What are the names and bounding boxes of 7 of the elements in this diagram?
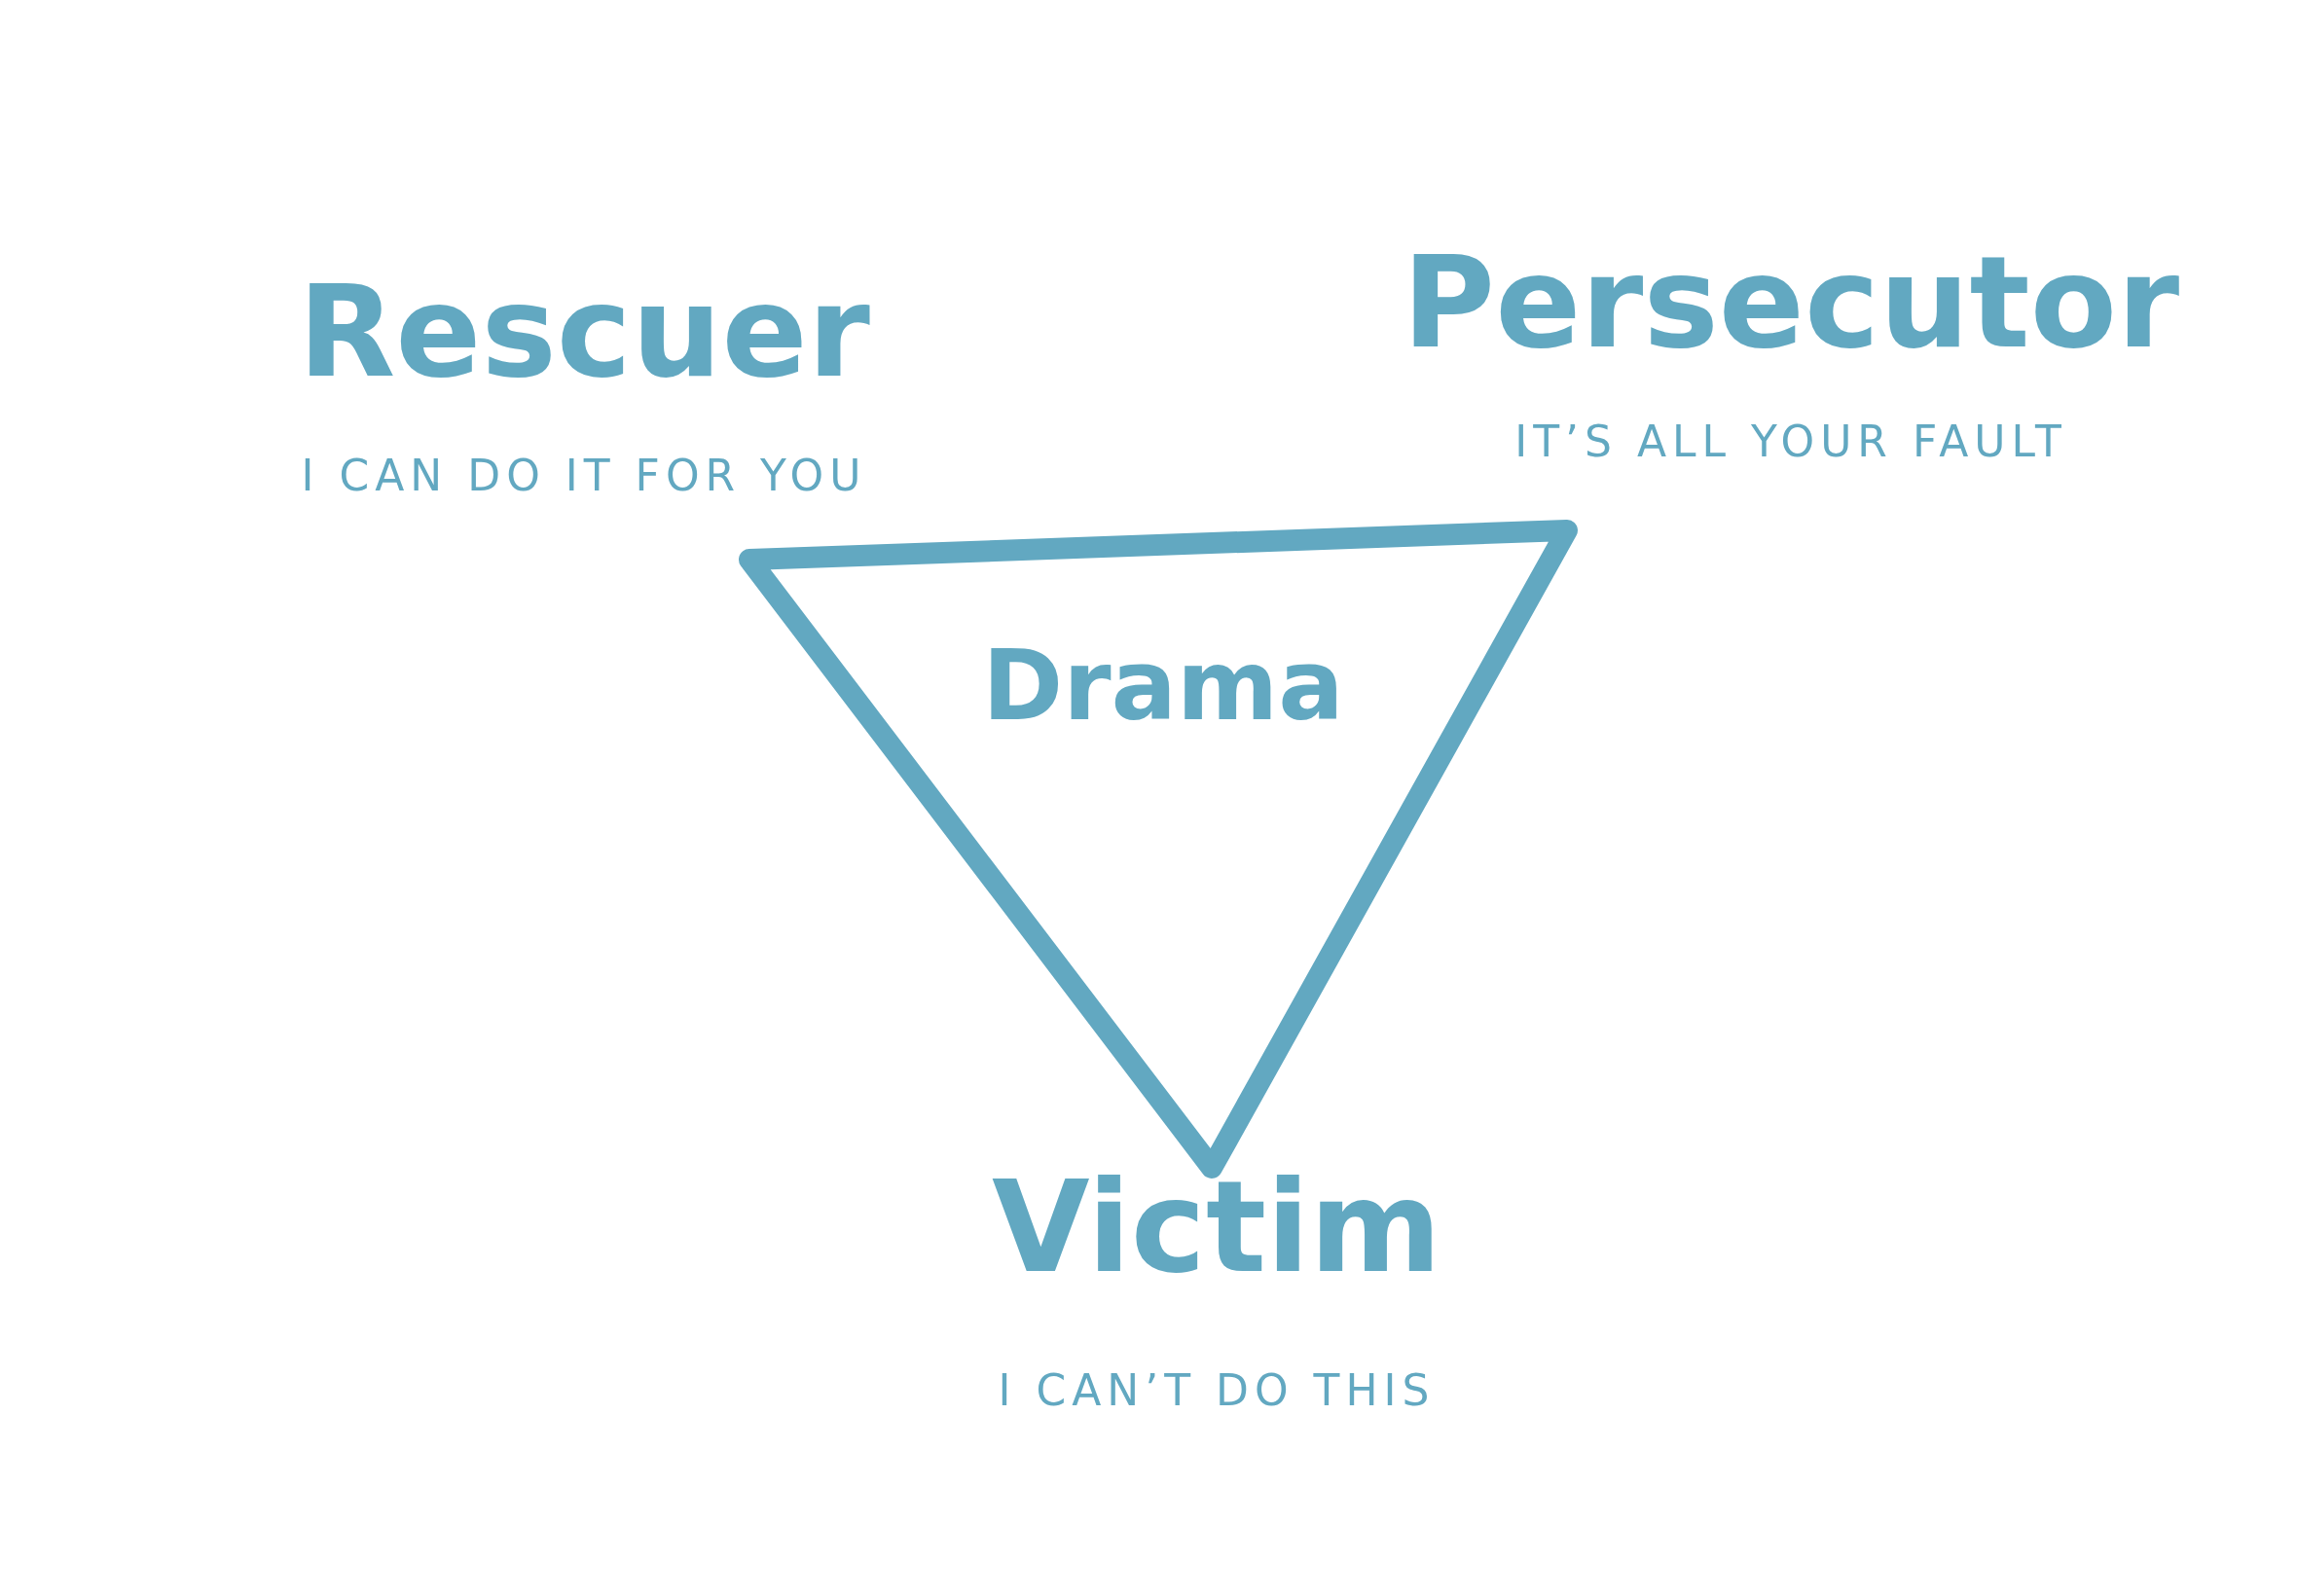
- role-subtitle: IT’S ALL YOUR FAULT: [1513, 418, 2068, 466]
- triangle-label: Drama: [981, 633, 1345, 740]
- role-subtitle: I CAN’T DO THIS: [997, 1367, 1437, 1415]
- role-title: Victim: [990, 1158, 1443, 1297]
- role-title: Persecutor: [1401, 234, 2181, 373]
- role-subtitle: I CAN DO IT FOR YOU: [300, 453, 868, 500]
- role-title: Rescuer: [297, 263, 871, 402]
